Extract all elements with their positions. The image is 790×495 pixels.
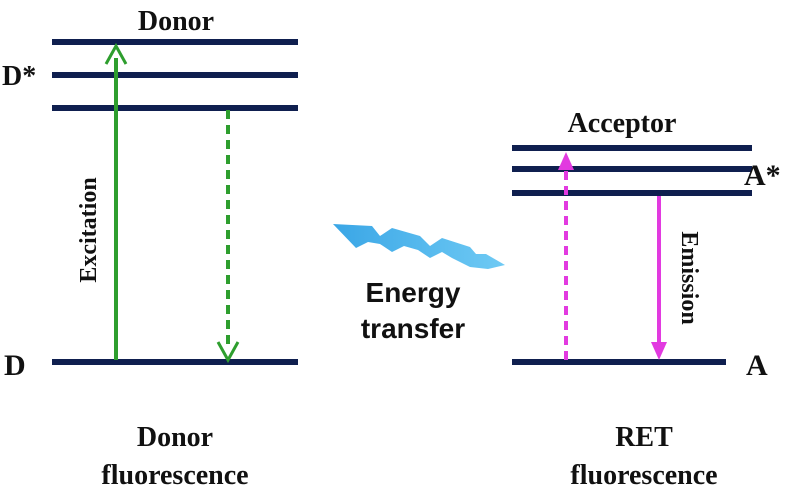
emission-label: Emission [676, 231, 702, 324]
acceptor-caption-line2: fluorescence [570, 460, 717, 491]
donor-caption-line2: fluorescence [101, 460, 248, 491]
acceptor-excited-label: A* [744, 159, 781, 192]
energy-transfer-line2: transfer [361, 313, 465, 344]
energy-transfer-line1: Energy [366, 277, 461, 308]
donor-excited-label: D* [2, 61, 36, 92]
emission-arrow [651, 196, 667, 360]
excitation-arrow [104, 42, 128, 360]
donor-caption-line1: Donor [137, 422, 213, 453]
acceptor-panel: Acceptor A* A Emission RET fluorescence [512, 108, 781, 491]
acceptor-ground-label: A [746, 349, 768, 382]
excitation-label: Excitation [76, 177, 102, 282]
donor-ground-label: D [4, 349, 26, 382]
lightning-bolt-icon [333, 224, 505, 269]
energy-transfer: Energy transfer [333, 224, 505, 344]
acceptor-excitation-arrow [558, 152, 574, 360]
donor-panel: Donor D* D Excitation Donor fluorescence [2, 6, 298, 491]
donor-title: Donor [138, 6, 214, 37]
acceptor-title: Acceptor [568, 108, 677, 139]
acceptor-caption-line1: RET [615, 422, 673, 453]
donor-fluorescence-arrow [216, 110, 240, 364]
